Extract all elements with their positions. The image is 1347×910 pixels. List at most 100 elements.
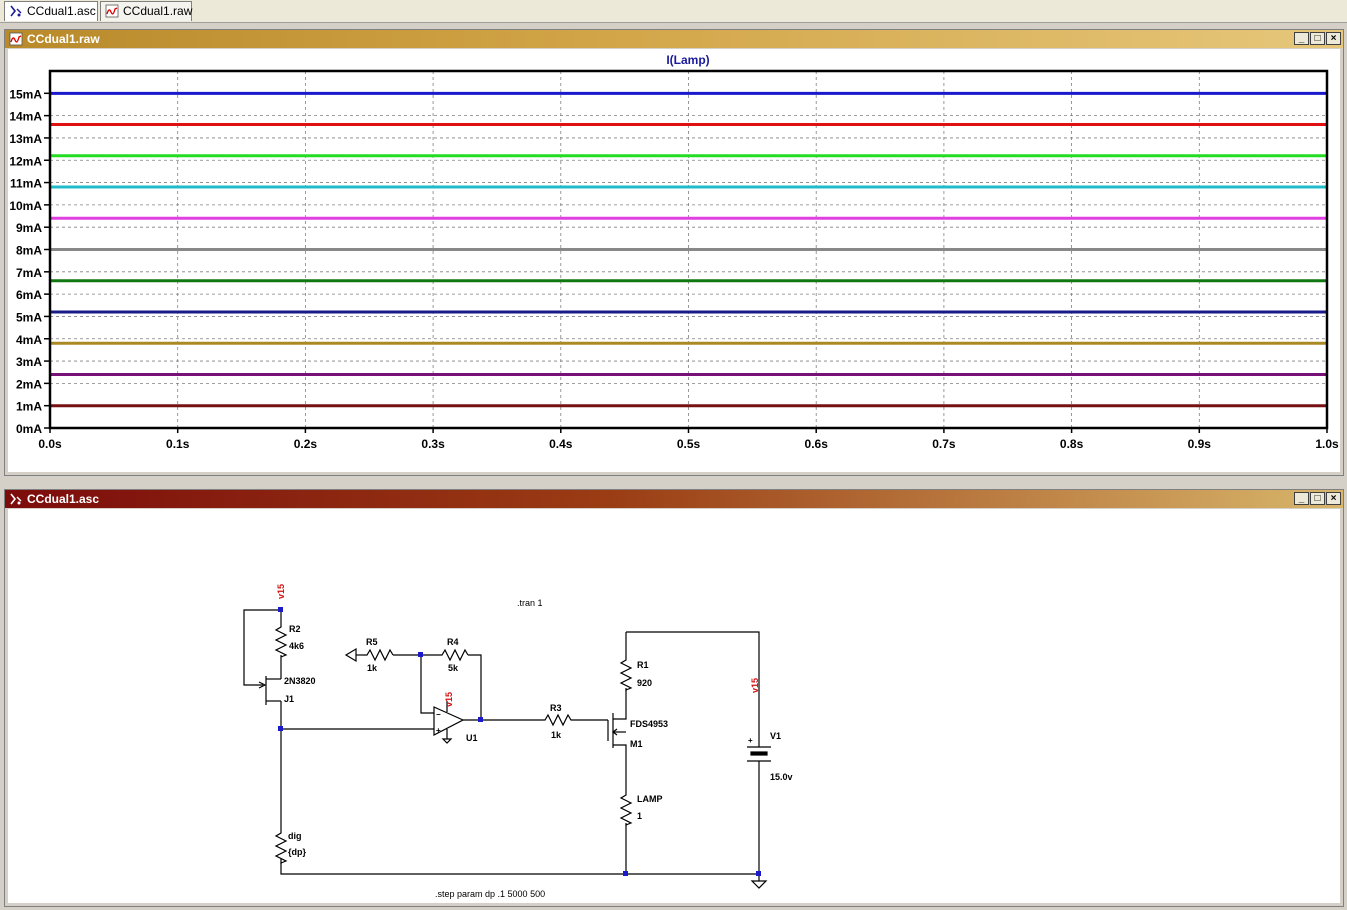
close-button[interactable]: ×: [1326, 32, 1341, 45]
component-name[interactable]: R2: [289, 624, 301, 634]
minimize-button[interactable]: _: [1294, 492, 1309, 505]
wire-junctions: [278, 607, 761, 876]
x-tick-label: 0.7s: [932, 437, 956, 451]
ground-icon: [344, 647, 357, 663]
schematic-window: CCdual1.asc _□×: [4, 489, 1344, 907]
x-tick-label: 0.4s: [549, 437, 573, 451]
component-name[interactable]: J1: [284, 694, 294, 704]
waveform-window-title: CCdual1.raw: [27, 32, 100, 46]
component-value[interactable]: 1: [637, 811, 642, 821]
opamp-plus-pin: +: [436, 726, 441, 735]
trace-title[interactable]: I(Lamp): [666, 53, 709, 67]
schematic-drawing[interactable]: v15 R2 4k6 2N3820 J1 R5 1k R4 5k v15 U1 …: [8, 509, 1342, 905]
y-tick-label: 1mA: [16, 400, 42, 414]
resistor-r5[interactable]: [363, 648, 394, 662]
close-button[interactable]: ×: [1326, 492, 1341, 505]
resistor-lamp[interactable]: [619, 791, 633, 826]
component-value[interactable]: 5k: [448, 663, 459, 673]
component-model[interactable]: FDS4953: [630, 719, 668, 729]
component-model[interactable]: 2N3820: [284, 676, 316, 686]
waveform-plot-area[interactable]: 0mA 1mA 2mA 3mA 4mA 5mA 6mA 7mA 8mA 9mA 10mA 11mA 12…: [8, 49, 1340, 472]
component-name[interactable]: R1: [637, 660, 649, 670]
component-name[interactable]: U1: [466, 733, 478, 743]
tab-label: CCdual1.asc: [27, 4, 96, 18]
y-tick-label: 4mA: [16, 333, 42, 347]
maximize-button[interactable]: □: [1310, 492, 1325, 505]
resistor-r1[interactable]: [619, 656, 633, 691]
y-axis-ticks: 0mA 1mA 2mA 3mA 4mA 5mA 6mA 7mA 8mA 9mA 10mA 11mA 12…: [9, 87, 50, 436]
y-tick-label: 3mA: [16, 355, 42, 369]
component-name[interactable]: R4: [447, 637, 459, 647]
resistor-r3[interactable]: [541, 713, 573, 727]
component-value[interactable]: {dp}: [288, 847, 306, 857]
window-controls: _□×: [1293, 492, 1341, 506]
resistor-dig[interactable]: [274, 829, 288, 864]
component-name[interactable]: R5: [366, 637, 378, 647]
mosfet-m1[interactable]: [607, 711, 627, 751]
schematic-icon: [10, 493, 22, 505]
y-tick-label: 11mA: [10, 177, 42, 191]
y-tick-label: 10mA: [9, 199, 42, 213]
x-tick-label: 0.1s: [166, 437, 190, 451]
x-tick-label: 0.9s: [1188, 437, 1212, 451]
net-label-v15[interactable]: v15: [276, 584, 286, 599]
jfet-j1[interactable]: [258, 676, 281, 705]
window-controls: _□×: [1293, 32, 1341, 46]
y-tick-label: 12mA: [9, 154, 42, 168]
component-value[interactable]: 15.0v: [770, 772, 793, 782]
waveform-icon: [105, 4, 119, 18]
y-tick-label: 7mA: [16, 266, 42, 280]
document-tab-strip: CCdual1.asc CCdual1.raw: [0, 0, 1347, 23]
schematic-canvas[interactable]: v15 R2 4k6 2N3820 J1 R5 1k R4 5k v15 U1 …: [8, 509, 1340, 903]
minimize-button[interactable]: _: [1294, 32, 1309, 45]
tab-ccdual1-asc[interactable]: CCdual1.asc: [4, 1, 98, 21]
schematic-wires: [243, 609, 761, 881]
spice-directive-step[interactable]: .step param dp .1 5000 500: [435, 889, 545, 899]
component-value[interactable]: 4k6: [289, 641, 304, 651]
waveform-window-titlebar[interactable]: CCdual1.raw _□×: [5, 30, 1343, 48]
opamp-minus-pin: −: [436, 710, 441, 719]
y-tick-label: 9mA: [16, 221, 42, 235]
net-label-v15[interactable]: v15: [444, 692, 454, 707]
x-tick-label: 1.0s: [1315, 437, 1339, 451]
polarity-plus: +: [748, 736, 753, 745]
net-label-v15[interactable]: v15: [750, 678, 760, 693]
component-value[interactable]: 1k: [367, 663, 378, 673]
maximize-button[interactable]: □: [1310, 32, 1325, 45]
y-tick-label: 6mA: [16, 288, 42, 302]
resistor-r2[interactable]: [274, 623, 288, 658]
x-tick-label: 0.6s: [805, 437, 829, 451]
x-tick-label: 0.5s: [677, 437, 701, 451]
schematic-window-titlebar[interactable]: CCdual1.asc _□×: [5, 490, 1343, 508]
tab-ccdual1-raw[interactable]: CCdual1.raw: [100, 1, 192, 21]
tab-label: CCdual1.raw: [123, 4, 193, 18]
schematic-icon: [10, 5, 22, 17]
component-name[interactable]: M1: [630, 739, 643, 749]
component-name[interactable]: dig: [288, 831, 302, 841]
component-name[interactable]: R3: [550, 703, 562, 713]
y-tick-label: 2mA: [16, 377, 42, 391]
x-tick-label: 0.8s: [1060, 437, 1084, 451]
x-tick-label: 0.3s: [421, 437, 445, 451]
component-value[interactable]: 920: [637, 678, 652, 688]
component-value[interactable]: 1k: [551, 730, 562, 740]
y-tick-label: 8mA: [16, 244, 42, 258]
spice-directive-tran[interactable]: .tran 1: [517, 598, 543, 608]
plot-series: [50, 91, 1327, 408]
waveform-plot[interactable]: 0mA 1mA 2mA 3mA 4mA 5mA 6mA 7mA 8mA 9mA 10mA 11mA 12…: [8, 49, 1340, 474]
resistor-r4[interactable]: [438, 648, 469, 662]
component-name[interactable]: V1: [770, 731, 781, 741]
x-tick-label: 0.2s: [294, 437, 318, 451]
y-tick-label: 15mA: [9, 87, 42, 101]
opamp-u1[interactable]: [433, 701, 465, 744]
voltage-source-v1[interactable]: [747, 741, 771, 763]
waveform-icon: [9, 32, 23, 46]
y-tick-label: 5mA: [16, 310, 42, 324]
ground-icon: [750, 880, 768, 889]
y-tick-label: 0mA: [16, 422, 42, 436]
y-tick-label: 14mA: [9, 110, 42, 124]
waveform-window: CCdual1.raw _□× 0mA 1mA 2mA 3mA 4mA 5mA 6mA 7mA…: [4, 29, 1344, 476]
component-name[interactable]: LAMP: [637, 794, 663, 804]
y-tick-label: 13mA: [9, 132, 42, 146]
